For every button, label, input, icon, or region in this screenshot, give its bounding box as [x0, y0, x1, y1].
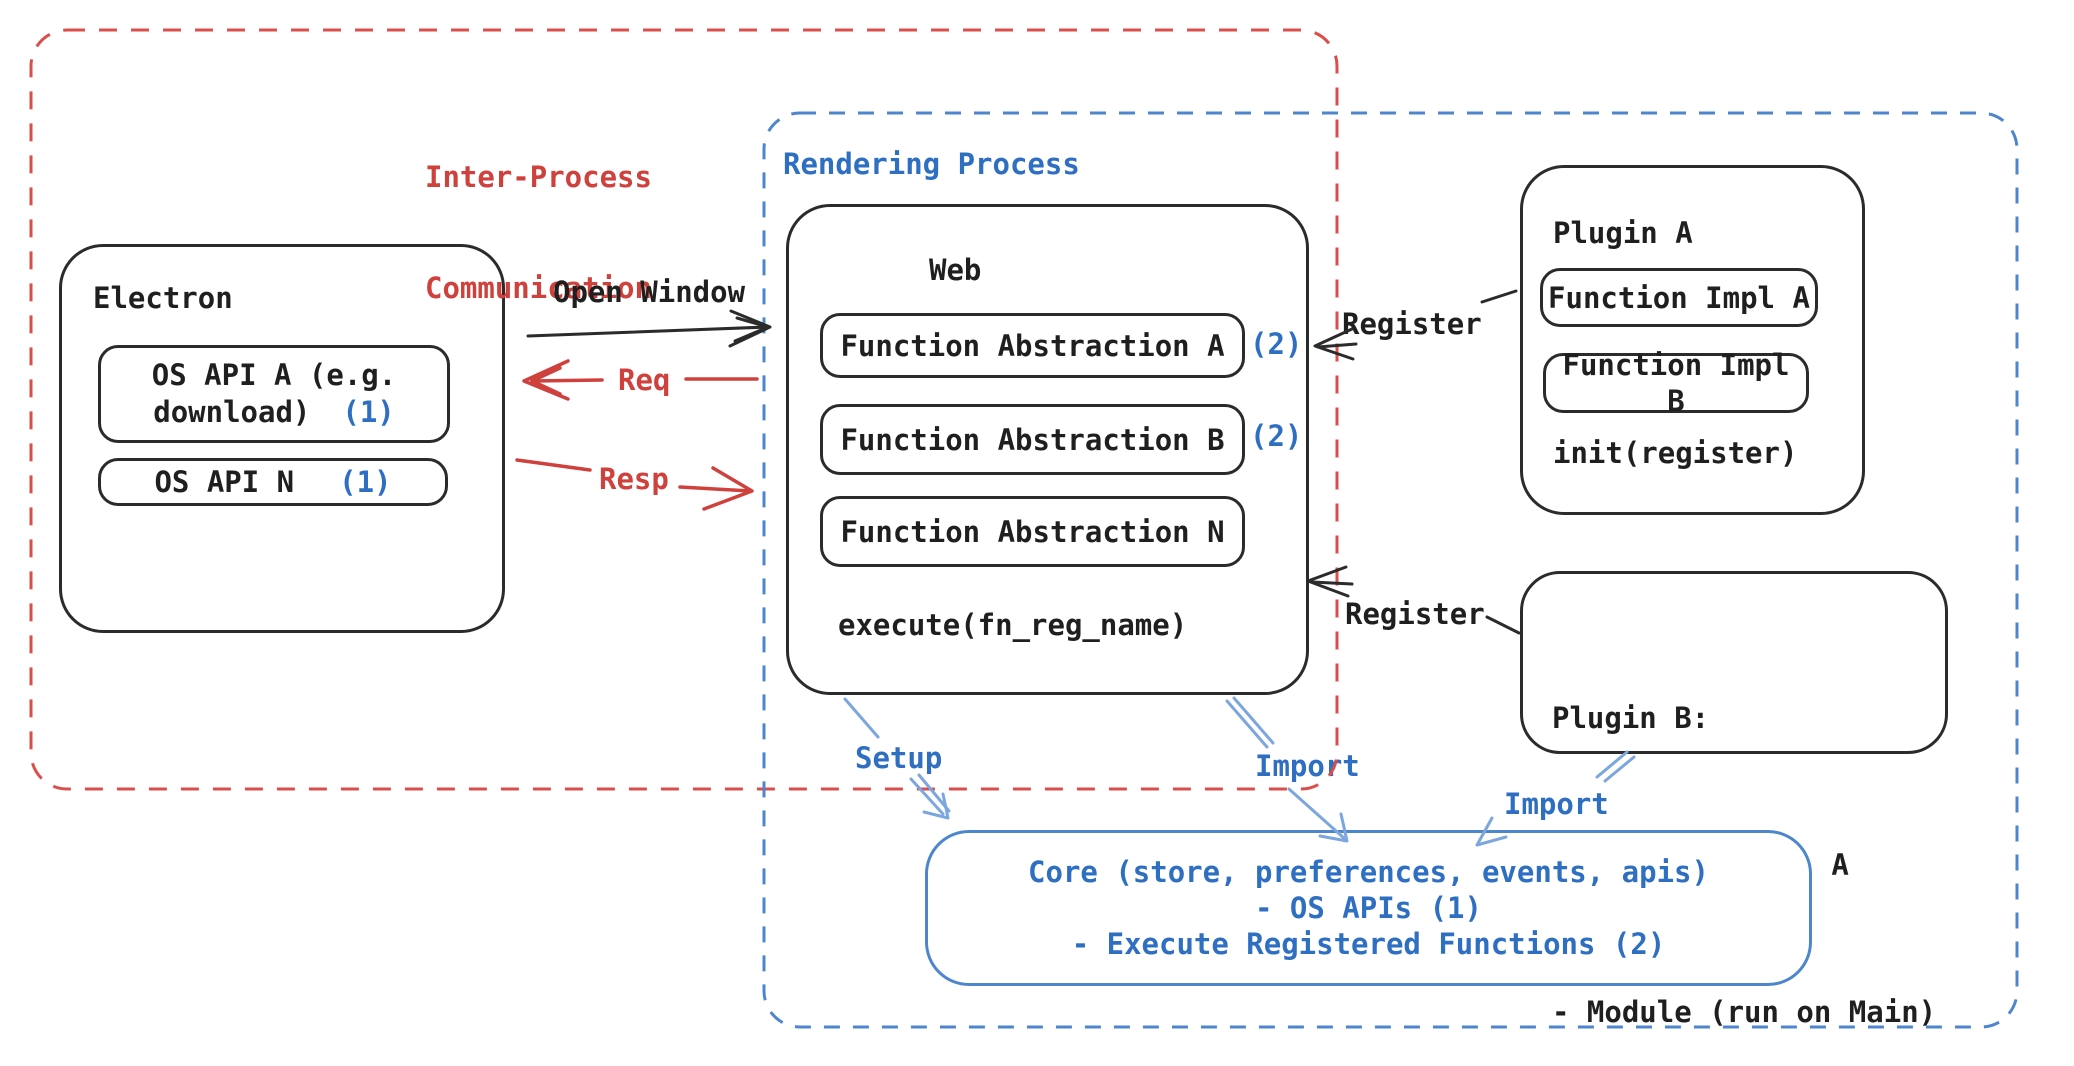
- os-api-a-badge: (1): [342, 395, 395, 429]
- os-api-a-line1: OS API A (e.g.: [151, 358, 397, 392]
- electron-title: Electron: [93, 281, 233, 315]
- fn-impl-a-label: Function Impl A: [1548, 280, 1810, 315]
- open-window-label: Open Window: [553, 275, 746, 309]
- fn-abstraction-n-box: Function Abstraction N: [820, 496, 1245, 567]
- fn-abstraction-b-label: Function Abstraction B: [840, 422, 1225, 457]
- fn-abstraction-b-box: Function Abstraction B: [820, 404, 1245, 475]
- fn-impl-b-label: Function Impl B: [1562, 348, 1790, 418]
- fn-impl-b-box: Function Impl B: [1543, 348, 1809, 418]
- fn-impl-a-box: Function Impl A: [1540, 268, 1818, 327]
- init-register-label: init(register): [1553, 436, 1798, 470]
- plugin-a-title: Plugin A: [1553, 216, 1693, 250]
- req-label: Req: [618, 363, 671, 397]
- setup-label: Setup: [855, 741, 943, 775]
- core-box: Core (store, preferences, events, apis) …: [925, 830, 1812, 986]
- fn-abstraction-a-box: Function Abstraction A: [820, 313, 1245, 378]
- import-right-label: Import: [1504, 787, 1609, 821]
- ipc-region-title: Inter-Process Communication: [425, 85, 652, 381]
- fn-abstraction-n-label: Function Abstraction N: [840, 514, 1225, 549]
- fn-abstraction-a-label: Function Abstraction A: [840, 328, 1225, 363]
- web-title: Web: [929, 253, 982, 287]
- os-api-a-line2: download): [153, 395, 311, 429]
- plugin-b-line1: Plugin B:: [1552, 701, 1710, 735]
- execute-label: execute(fn_reg_name): [838, 608, 1188, 642]
- register-top-label: Register: [1342, 307, 1482, 341]
- fn-abstraction-a-badge: (2): [1250, 327, 1303, 361]
- ipc-title-line1: Inter-Process: [425, 160, 652, 194]
- core-line2: - OS APIs (1): [1255, 891, 1482, 925]
- core-line1: Core (store, preferences, events, apis): [1028, 855, 1709, 889]
- os-api-n-badge: (1): [339, 465, 392, 499]
- register-bottom-label: Register: [1345, 597, 1485, 631]
- resp-label: Resp: [599, 462, 669, 496]
- core-line3: - Execute Registered Functions (2): [1071, 927, 1666, 961]
- os-api-n-label: OS API N: [154, 465, 295, 499]
- fn-abstraction-b-badge: (2): [1250, 419, 1303, 453]
- plugin-b-line3: - Module (run on Main): [1552, 995, 1937, 1029]
- os-api-a-box: OS API A (e.g. download) (1): [98, 345, 450, 443]
- rendering-process-title: Rendering Process: [783, 147, 1080, 181]
- import-mid-label: Import: [1255, 749, 1360, 783]
- os-api-n-box: OS API N (1): [98, 458, 448, 506]
